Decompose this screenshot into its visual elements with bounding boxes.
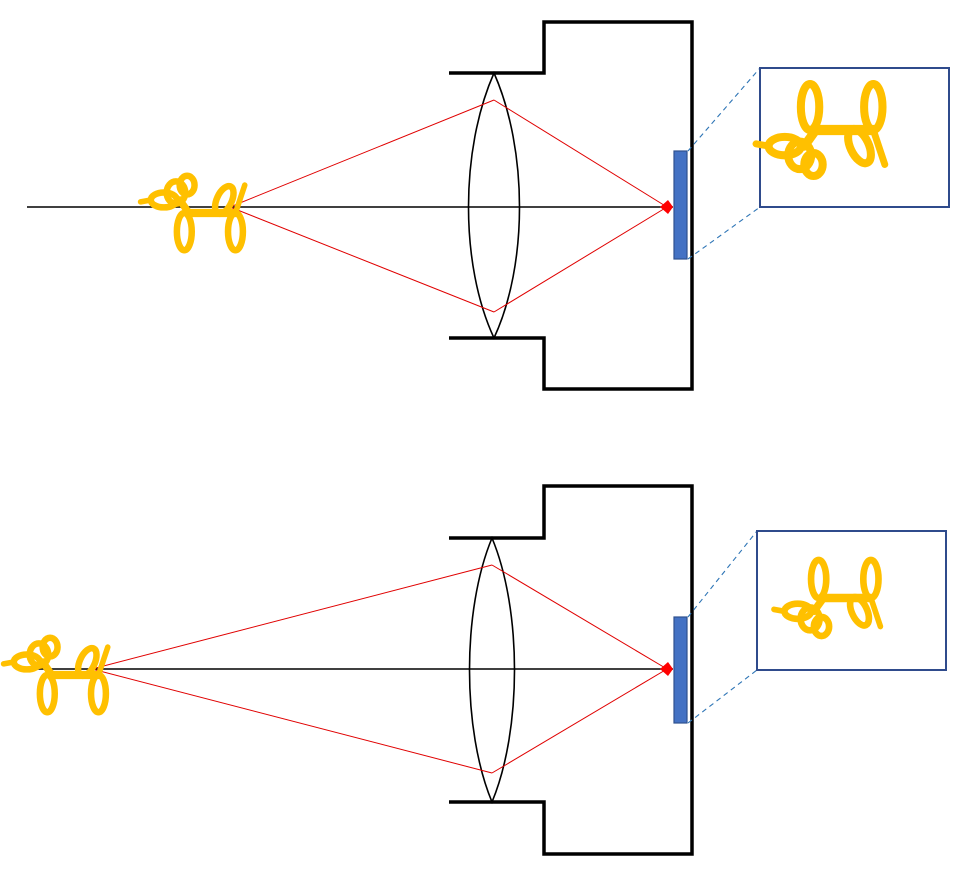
- inset-leader-lines: [687, 67, 761, 260]
- lens: [467, 71, 521, 340]
- focal-point: [660, 200, 673, 214]
- image-sensor: [673, 616, 688, 724]
- bottom-panel: [4, 484, 947, 856]
- light-rays: [229, 99, 668, 313]
- balloon-dog-icon: [4, 638, 108, 712]
- light-rays: [91, 564, 668, 774]
- lens: [468, 535, 516, 805]
- camera-body: [449, 484, 694, 856]
- focal-point: [660, 662, 673, 676]
- top-panel: [27, 20, 950, 391]
- image-sensor: [673, 150, 688, 260]
- camera-body: [449, 20, 694, 391]
- inset-leader-lines: [687, 530, 758, 724]
- balloon-dog-icon: [141, 176, 245, 250]
